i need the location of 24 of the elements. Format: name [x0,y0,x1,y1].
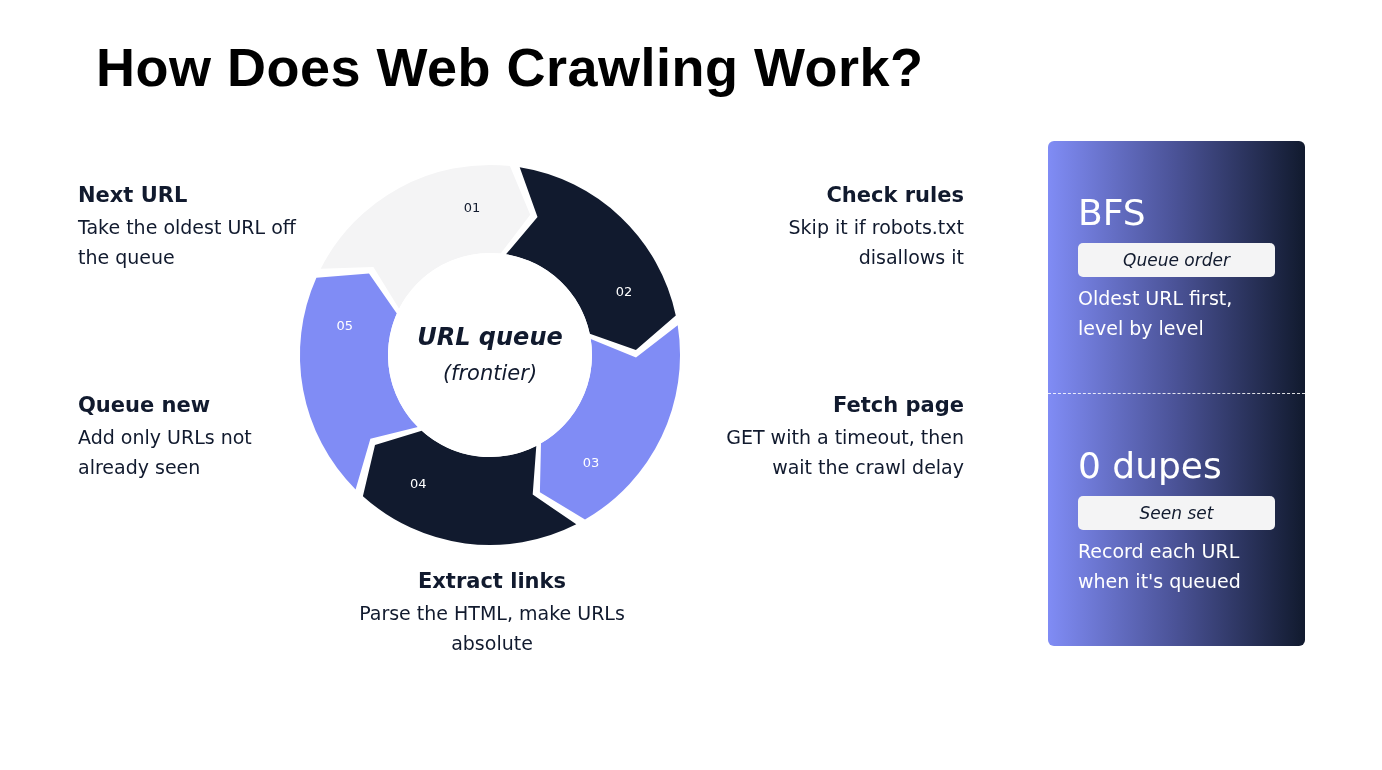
step-number: 03 [582,454,600,470]
step-description: Parse the HTML, make URLs absolute [358,601,626,656]
center-title: URL queue [417,322,563,353]
stat-description: Oldest URL first, level by level [1078,286,1234,341]
step-description: Skip it if robots.txt disallows it [787,215,964,270]
tag-pill: Queue order [1078,243,1275,277]
title: How Does Web Crawling Work? [96,36,924,98]
step-heading: Extract links [416,568,568,595]
stat-heading: BFS [1078,191,1146,235]
step-description: Take the oldest URL off the queue [78,215,298,270]
step-heading: Next URL [78,182,189,209]
stat-heading: 0 dupes [1078,444,1222,488]
step-number: 05 [336,318,353,334]
stat-description: Record each URL when it's queued [1078,539,1242,594]
step-description: GET with a timeout, then wait the crawl delay [725,425,964,480]
center-subtitle: (frontier) [442,360,538,387]
step-description: Add only URLs not already seen [78,425,253,480]
step-number: 01 [463,199,481,215]
step-heading: Fetch page [832,392,964,419]
step-number: 02 [615,284,633,299]
step-heading: Queue new [78,392,212,419]
tag-pill: Seen set [1078,496,1275,530]
step-number: 04 [409,475,427,491]
step-heading: Check rules [825,182,964,209]
